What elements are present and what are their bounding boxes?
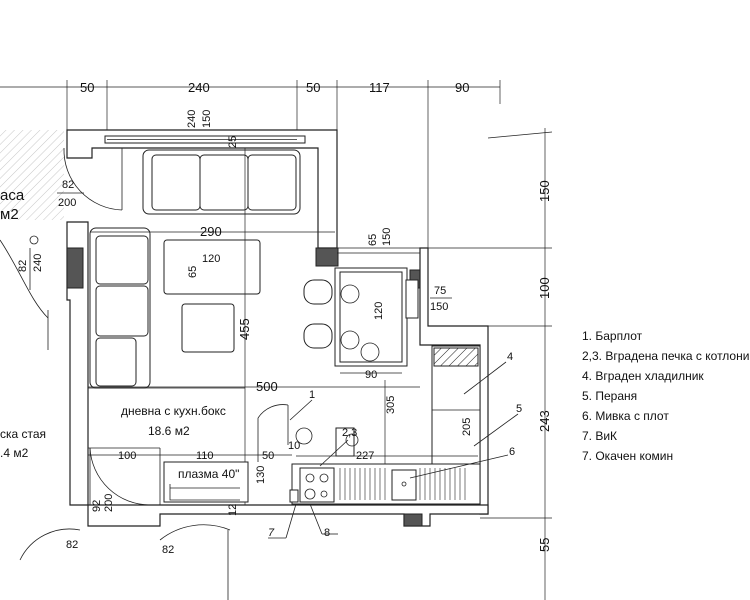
dim-top-50b: 50 <box>306 80 320 95</box>
legend: 1. Барплот 2,3. Вградена печка с котлони… <box>582 329 750 469</box>
dim-82-low: 82 <box>66 539 78 551</box>
dim-75: 75 <box>434 285 446 297</box>
stove <box>299 467 335 503</box>
dim-227: 227 <box>356 450 374 462</box>
kitchen-area: 205 227 10 <box>257 345 481 505</box>
legend-item-7-vik: 7. ВиК <box>582 429 618 443</box>
dim-500: 500 <box>256 379 278 394</box>
callout-7: 7 <box>268 527 275 539</box>
right-dimension-chain: 150 100 243 55 <box>420 128 553 600</box>
dim-455: 455 <box>237 318 252 340</box>
bar-area: 120 90 65 150 75 150 305 <box>303 228 452 505</box>
dim-82-low2: 82 <box>162 544 174 556</box>
dim-12: 12 <box>227 504 239 516</box>
dim-top-90: 90 <box>455 80 469 95</box>
dim-150-b: 150 <box>430 301 448 313</box>
living-label-2: 18.6 м2 <box>148 424 190 438</box>
dim-82-top: 82 <box>62 179 74 191</box>
top-dimension-chain: 50 240 50 117 90 <box>0 80 501 300</box>
bar-stool-1 <box>303 279 333 305</box>
dim-290: 290 <box>200 224 222 239</box>
legend-item-7-chimney: 7. Окачен комин <box>582 449 674 463</box>
dim-100: 100 <box>118 450 136 462</box>
coffee-table <box>163 239 261 295</box>
fridge-top <box>433 347 479 367</box>
living-furniture: 120 65 290 455 240 150 25 500 дневна с к… <box>88 110 420 516</box>
bedroom-area: 82 240 ска стая .4 м2 92 200 82 82 <box>0 248 231 600</box>
dim-110: 110 <box>196 450 214 462</box>
dim-col-150: 150 <box>381 228 393 246</box>
dim-right-100: 100 <box>537 277 552 299</box>
legend-item-4: 4. Вграден хладилник <box>582 369 704 383</box>
dim-right-150: 150 <box>537 180 552 202</box>
callouts: 1 2,3 4 5 6 7 8 <box>268 351 522 539</box>
tv-label: плазма 40" <box>178 467 239 481</box>
dim-bar-90: 90 <box>365 369 377 381</box>
dim-wall-240: 240 <box>186 110 198 128</box>
legend-item-6: 6. Мивка с плот <box>582 409 669 423</box>
sink <box>391 469 417 501</box>
terrace-label-2: м2 <box>0 206 19 223</box>
dim-130: 130 <box>255 466 267 484</box>
dim-200-low: 200 <box>103 494 115 512</box>
dim-left-82: 82 <box>17 260 29 272</box>
callout-1: 1 <box>309 389 315 401</box>
dim-200-top: 200 <box>58 197 76 209</box>
callout-4: 4 <box>507 351 513 363</box>
dim-top-117: 117 <box>369 80 390 95</box>
dim-50: 50 <box>262 450 274 462</box>
dim-right-55: 55 <box>537 538 552 552</box>
dim-92: 92 <box>91 500 103 512</box>
callout-2-3: 2,3 <box>342 427 357 439</box>
bedroom-label-1: ска стая <box>0 427 46 441</box>
terrace-area: аса м2 82 200 <box>0 130 123 350</box>
callout-5: 5 <box>516 403 522 415</box>
bar-stool-2 <box>303 323 333 349</box>
dim-top-240: 240 <box>188 80 210 95</box>
dim-bar-120: 120 <box>373 302 385 320</box>
dim-table-65: 65 <box>187 266 199 278</box>
dim-col-65: 65 <box>367 234 379 246</box>
dim-top-50: 50 <box>80 80 94 95</box>
legend-item-5: 5. Пераня <box>582 389 638 403</box>
tv-stand <box>163 461 249 503</box>
dim-wall-150: 150 <box>201 110 213 128</box>
callout-6: 6 <box>509 446 515 458</box>
legend-item-1: 1. Барплот <box>582 329 643 343</box>
living-label-1: дневна с кухн.бокс <box>121 404 226 418</box>
dim-table-120: 120 <box>202 253 220 265</box>
dim-305: 305 <box>385 396 397 414</box>
terrace-label-1: аса <box>0 187 25 204</box>
dim-205: 205 <box>461 418 473 436</box>
bedroom-label-2: .4 м2 <box>0 446 29 460</box>
walls <box>66 129 489 527</box>
dim-right-243: 243 <box>537 410 552 432</box>
dim-left-240: 240 <box>32 254 44 272</box>
dim-10: 10 <box>288 440 300 452</box>
hood-unit <box>289 489 299 503</box>
legend-item-2-3: 2,3. Вградена печка с котлони <box>582 349 750 363</box>
dim-wall-25: 25 <box>227 136 239 148</box>
callout-8: 8 <box>324 527 330 539</box>
ottoman <box>181 303 235 353</box>
